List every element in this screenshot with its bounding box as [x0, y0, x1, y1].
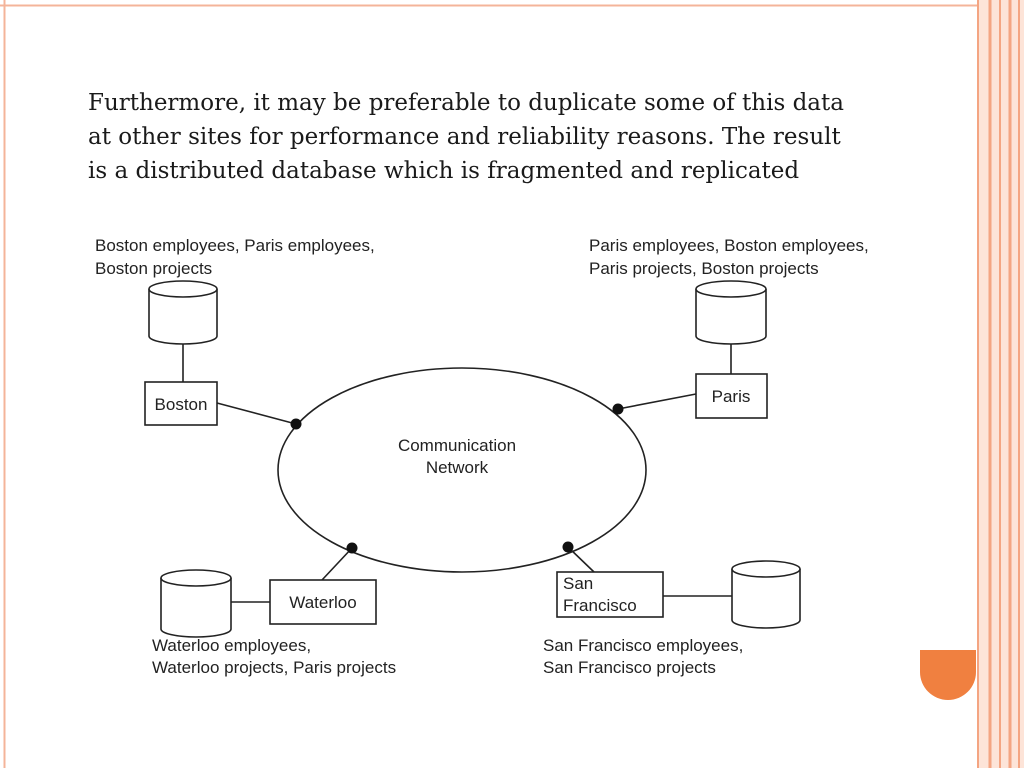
waterloo-connection-dot — [346, 542, 358, 554]
san-francisco-data-label: San Francisco projects — [543, 658, 716, 677]
paris-network-link — [617, 393, 697, 410]
san-francisco-site-box — [556, 571, 664, 618]
boston-network-link — [216, 402, 297, 425]
waterloo-site-box — [269, 579, 377, 625]
paris-data-label: Paris employees, Boston employees, — [589, 236, 869, 255]
boston-data-label: Boston employees, Paris employees, — [95, 236, 375, 255]
waterloo-network-link — [321, 547, 353, 581]
san-francisco-data-label: San Francisco employees, — [543, 636, 743, 655]
body-text: Furthermore, it may be preferable to dup… — [88, 86, 948, 188]
network-label-line: Communication — [398, 436, 516, 455]
paris-site-label: Paris — [712, 387, 751, 406]
body-text-line: Furthermore, it may be preferable to dup… — [88, 90, 844, 116]
san-francisco-site-label: San — [563, 574, 593, 593]
orange-accent-circle — [920, 650, 976, 700]
boston-database-top — [148, 280, 218, 298]
san-francisco-site-label: Francisco — [563, 596, 637, 615]
san-francisco-network-link — [567, 546, 595, 573]
body-text-line: at other sites for performance and relia… — [88, 124, 841, 150]
waterloo-data-label: Waterloo projects, Paris projects — [152, 658, 396, 677]
boston-connection-dot — [290, 418, 302, 430]
san-francisco-database-icon — [731, 569, 801, 629]
waterloo-data-label: Waterloo employees, — [152, 636, 311, 655]
paris-database-icon — [695, 289, 767, 345]
paris-connection-dot — [612, 403, 624, 415]
boston-data-label: Boston projects — [95, 259, 212, 278]
san-francisco-connection-dot — [562, 541, 574, 553]
body-text-line: is a distributed database which is fragm… — [88, 158, 800, 184]
communication-network-ellipse — [277, 367, 647, 573]
paris-site-box — [695, 373, 768, 419]
boston-site-box — [144, 381, 218, 426]
waterloo-database-top — [160, 569, 232, 587]
san-francisco-database-top — [731, 560, 801, 578]
boston-site-label: Boston — [155, 395, 208, 414]
paris-database-top — [695, 280, 767, 298]
waterloo-site-label: Waterloo — [289, 593, 356, 612]
paris-data-label: Paris projects, Boston projects — [589, 259, 819, 278]
network-label-line: Network — [426, 458, 489, 477]
waterloo-database-icon — [160, 578, 232, 638]
